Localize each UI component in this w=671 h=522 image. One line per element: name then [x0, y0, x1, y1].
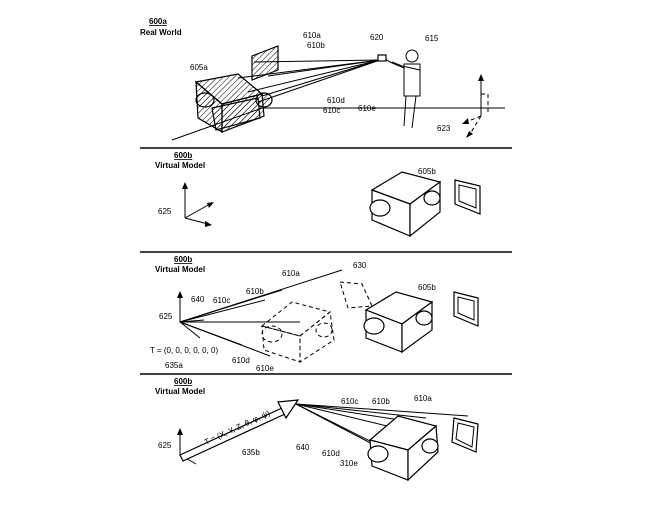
label: 625	[158, 207, 172, 216]
virtual-picture-frame	[454, 292, 478, 326]
label: 310e	[340, 459, 358, 468]
person-figure	[378, 50, 420, 128]
dashed-frame	[340, 282, 372, 308]
panel-title: Virtual Model	[155, 265, 205, 274]
label: 610d	[232, 356, 250, 365]
axes-icon	[182, 182, 214, 227]
label: 610a	[282, 269, 300, 278]
label: 625	[158, 441, 172, 450]
label: 635b	[242, 448, 260, 457]
label: 610d	[327, 96, 345, 105]
panel-virtual-model-4: 600b Virtual Model T = (X, Y, Z, θ, φ, ψ…	[155, 377, 478, 480]
label: 610c	[213, 296, 230, 305]
panel-title: Virtual Model	[155, 161, 205, 170]
label: 635a	[165, 361, 183, 370]
label: 605a	[190, 63, 208, 72]
virtual-rays	[180, 270, 342, 356]
panel-id: 600b	[174, 151, 192, 160]
virtual-picture-frame	[452, 418, 478, 452]
panel-title: Real World	[140, 28, 182, 37]
panel-virtual-model-3: 600b Virtual Model	[150, 255, 478, 373]
label: 610d	[322, 449, 340, 458]
panel-id: 600b	[174, 255, 192, 264]
virtual-sofa	[364, 292, 432, 352]
panel-id: 600b	[174, 377, 192, 386]
panel-id: 600a	[149, 17, 167, 26]
translation-label: T = (X, Y, Z, θ, φ, ψ)	[203, 408, 272, 446]
label: 630	[353, 261, 367, 270]
label: 610a	[414, 394, 432, 403]
label: 605b	[418, 283, 436, 292]
label: 610a	[303, 31, 321, 40]
label: 615	[425, 34, 439, 43]
virtual-picture-frame	[455, 180, 480, 214]
panel-real-world: 600a Real World	[140, 17, 505, 140]
label: 610c	[323, 106, 340, 115]
label: 623	[437, 124, 451, 133]
label: 610e	[256, 364, 274, 373]
label: 640	[296, 443, 310, 452]
label: 610b	[246, 287, 264, 296]
label: 605b	[418, 167, 436, 176]
label: 620	[370, 33, 384, 42]
label: 640	[191, 295, 205, 304]
label: T = (0, 0, 0, 0, 0, 0)	[150, 346, 218, 355]
panel-virtual-model-2: 600b Virtual Model 625 605b	[155, 151, 480, 236]
label: 610b	[307, 41, 325, 50]
panel-title: Virtual Model	[155, 387, 205, 396]
label: 610b	[372, 397, 390, 406]
coordinate-marker-623	[462, 74, 488, 138]
label: 610c	[341, 397, 358, 406]
label: 625	[159, 312, 173, 321]
dashed-sofa	[262, 302, 334, 362]
virtual-sofa	[368, 416, 438, 480]
virtual-sofa	[370, 172, 440, 236]
real-sofa	[196, 74, 272, 132]
label: 610e	[358, 104, 376, 113]
